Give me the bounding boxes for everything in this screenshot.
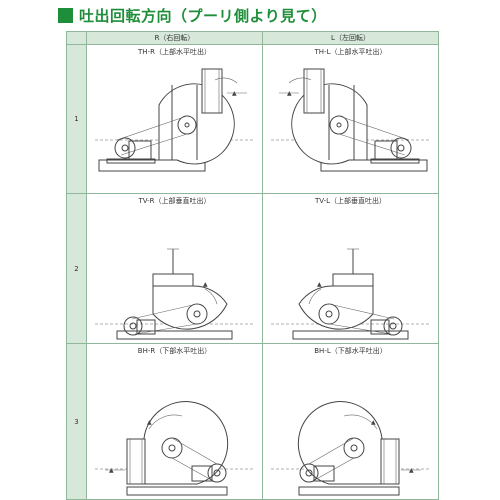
cell-label: TV-L（上部垂直吐出） <box>314 197 387 205</box>
svg-text:▲: ▲ <box>317 281 322 288</box>
fan-th-r-diagram: ▲ <box>95 68 255 172</box>
rotation-direction-table: R（右回転） L（左回転） 1 TH-R（上部水平吐出） ▲ TH-L（上部水平 <box>66 31 439 500</box>
cell-bh-l: BH-L（下部水平吐出） ▲ ▲ <box>263 344 438 499</box>
svg-text:▲: ▲ <box>203 281 208 288</box>
cell-th-r: TH-R（上部水平吐出） ▲ <box>87 45 263 194</box>
cell-tv-l: TV-L（上部垂直吐出） ▲ <box>263 194 438 344</box>
cell-label: BH-R（下部水平吐出） <box>137 347 212 355</box>
row-number-2: 2 <box>67 194 87 344</box>
column-header-r: R（右回転） <box>87 32 263 45</box>
svg-text:▲: ▲ <box>371 419 376 426</box>
cell-tv-r: TV-R（上部垂直吐出） ▲ <box>87 194 263 344</box>
fan-th-l-diagram: ▲ <box>271 68 431 172</box>
svg-text:▲: ▲ <box>109 467 114 474</box>
column-header-l: L（左回転） <box>263 32 438 45</box>
svg-text:▲: ▲ <box>232 90 237 97</box>
fan-bh-l-diagram: ▲ ▲ <box>271 401 431 496</box>
cell-label: TH-R（上部水平吐出） <box>138 48 211 56</box>
svg-text:▲: ▲ <box>147 419 152 426</box>
row-number-1: 1 <box>67 45 87 194</box>
cell-label: BH-L（下部水平吐出） <box>314 347 387 355</box>
title-square-icon <box>58 7 73 23</box>
fan-bh-r-diagram: ▲ ▲ <box>95 401 255 496</box>
cell-label: TV-R（上部垂直吐出） <box>138 197 211 205</box>
page-title: 吐出回転方向（プーリ側より見て） <box>58 5 327 25</box>
cell-bh-r: BH-R（下部水平吐出） ▲ ▲ <box>87 344 263 499</box>
fan-tv-r-diagram: ▲ <box>95 248 255 340</box>
cell-th-l: TH-L（上部水平吐出） ▲ <box>263 45 438 194</box>
title-text: 吐出回転方向（プーリ側より見て） <box>79 6 327 25</box>
svg-text:▲: ▲ <box>287 90 292 97</box>
cell-label: TH-L（上部水平吐出） <box>314 48 387 56</box>
svg-text:▲: ▲ <box>409 467 414 474</box>
row-number-3: 3 <box>67 344 87 499</box>
fan-tv-l-diagram: ▲ <box>271 248 431 340</box>
table-corner <box>67 32 87 45</box>
